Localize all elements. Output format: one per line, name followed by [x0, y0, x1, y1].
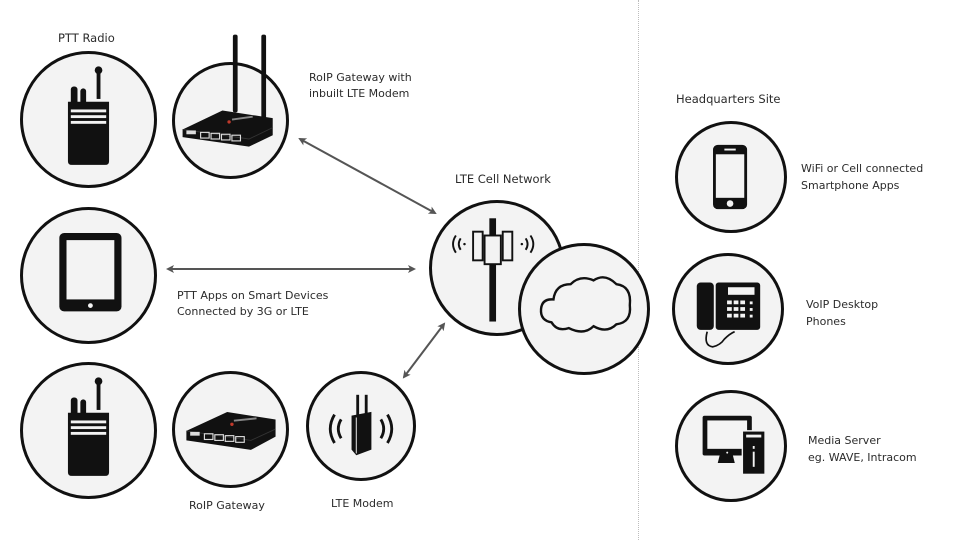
smart-devices-label-line2: Connected by 3G or LTE: [177, 305, 309, 318]
smartphone-label-line1: WiFi or Cell connected: [801, 162, 924, 175]
voip-label-line1: VoIP Desktop: [806, 298, 879, 311]
ptt-radio-node-2: [20, 362, 157, 499]
cloud-icon: [539, 276, 632, 333]
ptt-radio-node: [20, 51, 157, 188]
smartphone-node: [675, 121, 787, 233]
router-icon: [186, 411, 276, 450]
lte-modem-node: [306, 371, 416, 481]
site-divider: [638, 0, 639, 540]
router-with-antennas-icon: [182, 34, 273, 147]
desk-phone-icon: [696, 282, 761, 348]
smartphone-label-line2: Smartphone Apps: [801, 179, 900, 192]
media-server-label-line2: eg. WAVE, Intracom: [808, 451, 917, 464]
media-server-label-line1: Media Server: [808, 434, 881, 447]
hq-section-title: Headquarters Site: [676, 92, 781, 106]
cloud-node: [518, 243, 650, 375]
walkie-talkie-icon: [67, 66, 110, 165]
smart-devices-label-line1: PTT Apps on Smart Devices: [177, 289, 329, 302]
cell-tower-icon: [452, 218, 535, 322]
voip-label-line2: Phones: [806, 315, 846, 328]
lte-modem-icon: [328, 394, 394, 456]
voip-phone-node: [672, 253, 784, 365]
roip-lte-gateway-node: [172, 34, 289, 179]
smartphone-icon: [713, 144, 748, 210]
desktop-server-icon: [702, 415, 766, 476]
roip-lte-gateway-label-line1: RoIP Gateway with: [309, 71, 412, 84]
roip-gateway-label: RoIP Gateway: [189, 499, 265, 512]
lte-modem-label: LTE Modem: [331, 497, 394, 510]
media-server-node: [675, 390, 787, 502]
tablet-icon: [59, 232, 122, 312]
walkie-talkie-icon: [67, 377, 110, 476]
lte-network-label: LTE Cell Network: [455, 172, 551, 186]
roip-gateway-node: [172, 371, 289, 488]
arrow-gateway-to-network: [298, 138, 437, 214]
ptt-radio-label: PTT Radio: [58, 31, 115, 45]
roip-lte-gateway-label-line2: inbuilt LTE Modem: [309, 87, 410, 100]
smart-device-node: [20, 207, 157, 344]
